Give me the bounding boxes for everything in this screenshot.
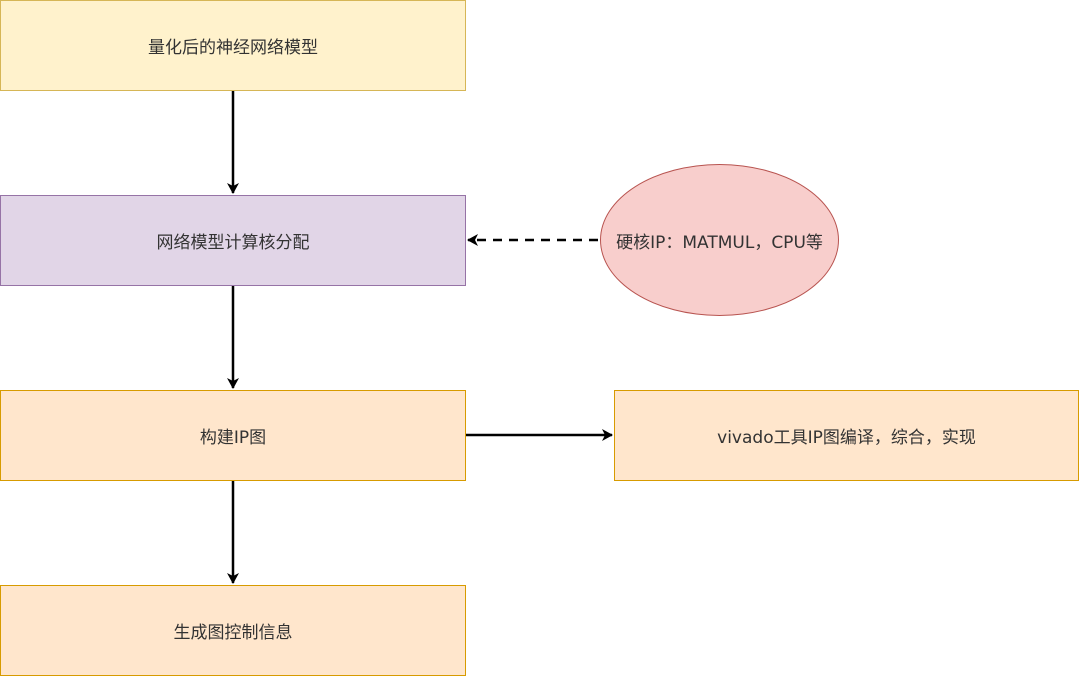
node-label: 网络模型计算核分配 — [156, 233, 310, 253]
node-hard-ip[interactable]: 硬核IP：MATMUL，CPU等 — [600, 164, 839, 316]
node-label: 生成图控制信息 — [173, 623, 293, 643]
node-kernel-allocation[interactable]: 网络模型计算核分配 — [0, 195, 466, 286]
node-label: 构建IP图 — [199, 428, 267, 448]
node-label: vivado工具IP图编译，综合，实现 — [717, 428, 976, 448]
node-quantized-model[interactable]: 量化后的神经网络模型 — [0, 0, 466, 91]
node-graph-control-info[interactable]: 生成图控制信息 — [0, 585, 466, 676]
node-label: 硬核IP：MATMUL，CPU等 — [616, 232, 823, 253]
node-label: 量化后的神经网络模型 — [148, 38, 318, 58]
node-build-ip-graph[interactable]: 构建IP图 — [0, 390, 466, 481]
node-vivado-compile[interactable]: vivado工具IP图编译，综合，实现 — [614, 390, 1079, 481]
